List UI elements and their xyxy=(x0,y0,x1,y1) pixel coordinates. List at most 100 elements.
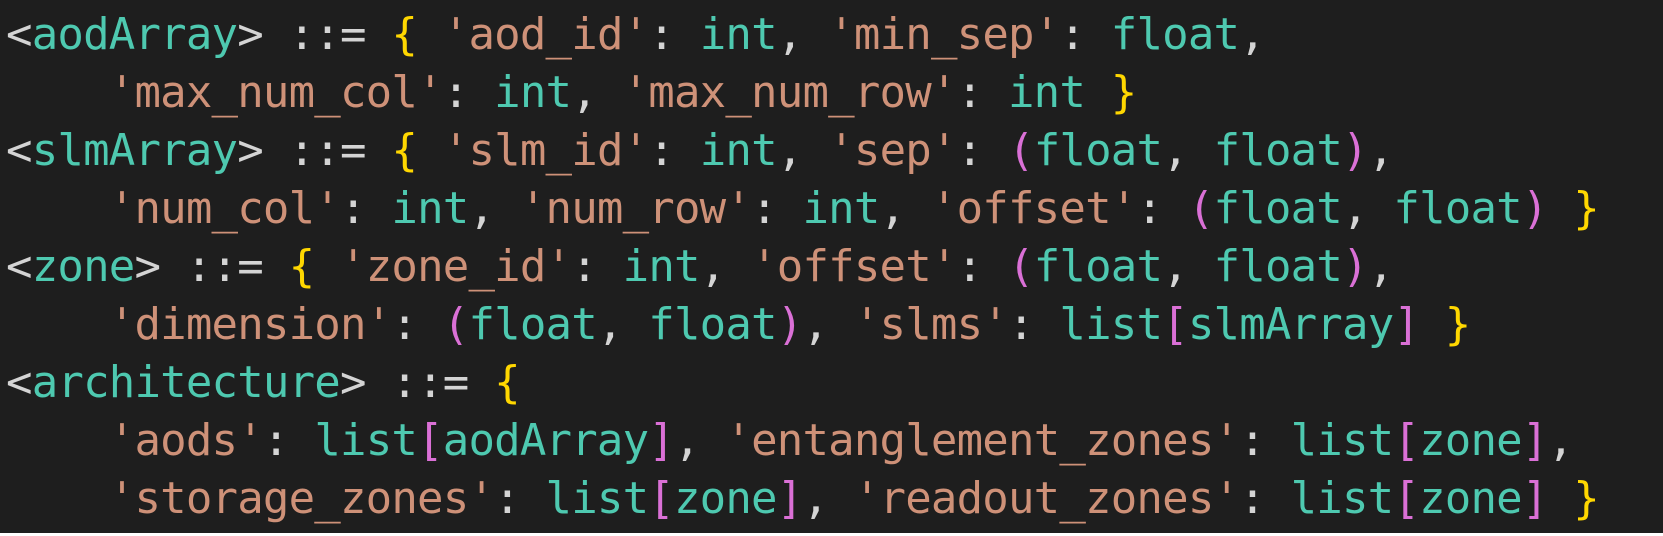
code-brace: } xyxy=(1573,183,1599,234)
code-type-name: float xyxy=(1213,125,1343,176)
code-type-name: zone xyxy=(1419,473,1523,524)
code-type-name: float xyxy=(1213,241,1343,292)
code-line: <architecture> ::= { xyxy=(6,354,1663,412)
code-string-key: 'num_row' xyxy=(519,183,752,234)
code-punctuation: : xyxy=(1059,9,1111,60)
code-punctuation xyxy=(1419,299,1445,350)
code-type-name: float xyxy=(1110,9,1240,60)
code-type-name: slmArray xyxy=(1187,299,1394,350)
code-bracket: ( xyxy=(442,299,469,350)
code-bracket: [ xyxy=(1162,299,1188,350)
code-type-name: list xyxy=(1059,299,1163,350)
code-type-name: float xyxy=(468,299,597,350)
code-type-name: int xyxy=(699,125,778,176)
code-punctuation: : xyxy=(648,125,700,176)
code-punctuation: , xyxy=(879,183,931,234)
code-punctuation: : xyxy=(391,299,443,350)
code-punctuation xyxy=(6,473,109,524)
code-type-name: aodArray xyxy=(442,415,649,466)
code-brace: { xyxy=(494,357,520,408)
code-bracket: ] xyxy=(648,415,675,466)
code-line: 'dimension': (float, float), 'slms': lis… xyxy=(6,296,1663,354)
code-string-key: 'slm_id' xyxy=(442,125,649,176)
code-string-key: 'aods' xyxy=(108,415,264,466)
code-punctuation: : xyxy=(494,473,546,524)
code-type-name: float xyxy=(1213,183,1343,234)
code-line: <zone> ::= { 'zone_id': int, 'offset': (… xyxy=(6,238,1663,296)
code-bracket: ] xyxy=(776,473,803,524)
code-type-name: list xyxy=(1290,415,1395,466)
code-punctuation xyxy=(6,183,109,234)
code-bracket: ] xyxy=(1393,299,1420,350)
code-punctuation: < xyxy=(6,9,32,60)
code-type-name: slmArray xyxy=(31,125,238,176)
code-punctuation: , xyxy=(1367,241,1394,292)
code-type-name: int xyxy=(802,183,880,234)
code-punctuation xyxy=(1085,67,1111,118)
code-punctuation: : xyxy=(956,241,1009,292)
code-punctuation: : xyxy=(442,67,495,118)
code-type-name: architecture xyxy=(31,357,341,408)
code-type-name: float xyxy=(1393,183,1522,234)
code-bracket: ) xyxy=(776,299,803,350)
code-bracket: ] xyxy=(1521,415,1548,466)
code-string-key: 'entanglement_zones' xyxy=(725,415,1240,466)
code-punctuation: , xyxy=(699,241,752,292)
code-type-name: zone xyxy=(31,241,136,292)
code-punctuation: < xyxy=(6,357,32,408)
code-string-key: 'max_num_col' xyxy=(108,67,444,118)
code-string-key: 'readout_zones' xyxy=(853,473,1240,524)
code-punctuation: < xyxy=(6,241,32,292)
code-punctuation: , xyxy=(596,299,649,350)
code-bracket: ] xyxy=(1521,473,1548,524)
code-type-name: zone xyxy=(1419,415,1523,466)
code-line: <aodArray> ::= { 'aod_id': int, 'min_sep… xyxy=(6,6,1663,64)
code-punctuation: < xyxy=(6,125,32,176)
code-string-key: 'slms' xyxy=(853,299,1009,350)
code-punctuation: > ::= xyxy=(237,9,392,60)
code-punctuation: , xyxy=(1367,125,1394,176)
code-punctuation: , xyxy=(1162,241,1214,292)
code-type-name: int xyxy=(622,241,701,292)
code-type-name: int xyxy=(699,9,778,60)
code-punctuation: : xyxy=(1239,473,1291,524)
code-brace: { xyxy=(288,241,315,292)
code-line: 'num_col': int, 'num_row': int, 'offset'… xyxy=(6,180,1663,238)
code-bracket: ( xyxy=(1187,183,1214,234)
code-bracket: ( xyxy=(1008,241,1034,292)
code-punctuation xyxy=(6,299,109,350)
code-lines: <aodArray> ::= { 'aod_id': int, 'min_sep… xyxy=(6,6,1663,528)
code-punctuation xyxy=(6,67,109,118)
code-punctuation xyxy=(1548,473,1574,524)
code-type-name: float xyxy=(1033,241,1163,292)
code-punctuation xyxy=(1548,183,1574,234)
code-brace: } xyxy=(1110,67,1137,118)
code-punctuation: > ::= xyxy=(237,125,392,176)
code-string-key: 'zone_id' xyxy=(340,241,572,292)
code-punctuation: , xyxy=(1162,125,1214,176)
code-bracket: [ xyxy=(648,473,674,524)
code-line: 'storage_zones': list[zone], 'readout_zo… xyxy=(6,470,1663,528)
code-string-key: 'min_sep' xyxy=(828,9,1060,60)
code-bracket: [ xyxy=(1393,473,1420,524)
code-punctuation: : xyxy=(648,9,700,60)
code-string-key: 'offset' xyxy=(930,183,1137,234)
code-punctuation: , xyxy=(1342,183,1394,234)
code-bracket: ) xyxy=(1521,183,1548,234)
code-punctuation: , xyxy=(1547,415,1574,466)
code-punctuation: , xyxy=(776,9,829,60)
code-type-name: int xyxy=(494,67,572,118)
code-punctuation: , xyxy=(802,473,854,524)
code-punctuation: : xyxy=(262,415,315,466)
code-line: <slmArray> ::= { 'slm_id': int, 'sep': (… xyxy=(6,122,1663,180)
code-string-key: 'max_num_row' xyxy=(622,67,958,118)
code-punctuation: , xyxy=(776,125,829,176)
code-type-name: aodArray xyxy=(31,9,238,60)
code-line: 'max_num_col': int, 'max_num_row': int } xyxy=(6,64,1663,122)
code-punctuation: : xyxy=(956,67,1008,118)
code-type-name: int xyxy=(391,183,469,234)
code-string-key: 'dimension' xyxy=(108,299,392,350)
code-brace: { xyxy=(391,125,418,176)
code-punctuation xyxy=(6,415,109,466)
code-type-name: list xyxy=(545,473,650,524)
